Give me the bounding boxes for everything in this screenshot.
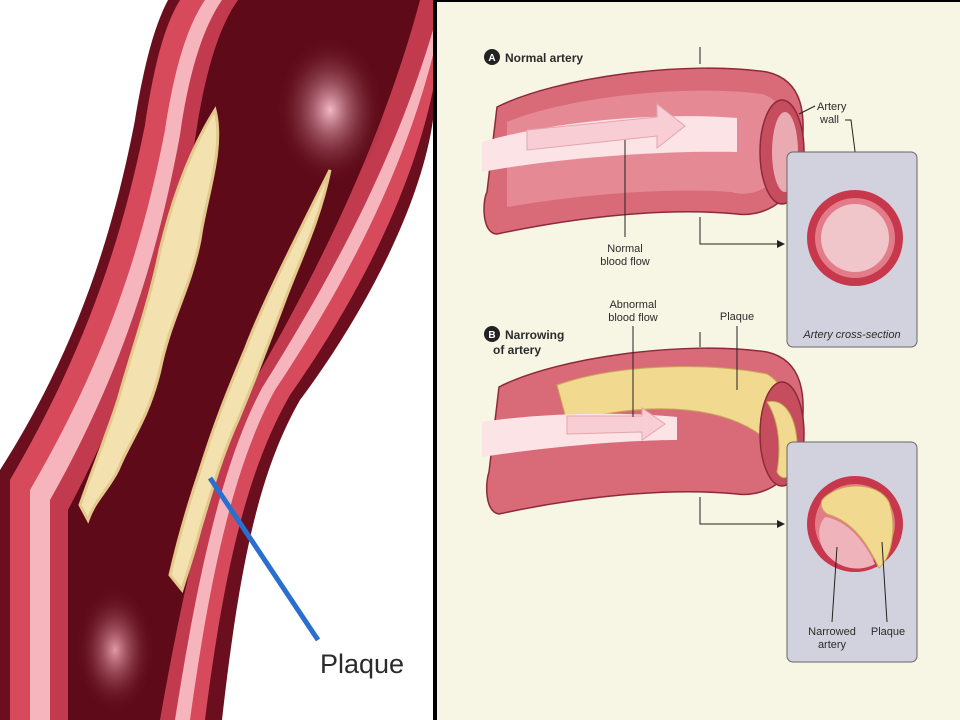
section-a-title: Normal artery — [505, 51, 583, 65]
badge-a-letter: A — [488, 53, 495, 64]
inset-a-arrowhead — [777, 240, 785, 248]
section-a-normal-artery: A Normal artery Artery wall — [482, 47, 918, 348]
badge-b-letter: B — [488, 330, 495, 341]
right-comparison-diagram: A Normal artery Artery wall — [437, 2, 960, 720]
plaque-callout-label: Plaque — [320, 649, 404, 679]
artery-closeup-svg: Plaque — [0, 0, 433, 720]
normal-flow-label-1: Normal — [607, 243, 642, 255]
abnormal-flow-label-2: blood flow — [608, 312, 658, 324]
blood-highlight-lower — [75, 585, 155, 715]
cross-section-narrowed-lumen — [819, 517, 875, 569]
narrowed-label-2: artery — [818, 639, 847, 651]
normal-flow-arrow — [526, 102, 686, 151]
badge-b — [484, 326, 500, 342]
artery-wall-leader-2 — [845, 119, 858, 168]
cross-section-lumen-a — [821, 204, 889, 272]
inset-a-connector — [699, 217, 777, 245]
inset-b-arrowhead — [777, 520, 785, 528]
artery-wall-label-1: Artery — [817, 101, 847, 113]
section-b-title-1: Narrowing — [505, 328, 564, 342]
abnormal-flow-label-1: Abnormal — [609, 299, 656, 311]
cross-section-label: Artery cross-section — [802, 329, 900, 341]
plaque-bottom-leader — [881, 541, 888, 623]
plaque-label-bottom: Plaque — [871, 626, 905, 638]
section-b-title-2: of artery — [493, 343, 541, 357]
section-b-narrowing-artery: B Narrowing of artery Abnormal blood flo… — [482, 299, 918, 663]
narrowed-leader — [831, 546, 838, 623]
badge-a — [484, 49, 500, 65]
blood-highlight — [275, 35, 385, 185]
artery-wall-leader — [798, 105, 816, 115]
cross-section-plaque-b — [820, 485, 894, 569]
normal-flow-label-2: blood flow — [600, 256, 650, 268]
narrowed-label-1: Narrowed — [808, 626, 856, 638]
artery-comparison-svg: A Normal artery Artery wall — [482, 47, 918, 663]
plaque-deposit-left — [78, 106, 220, 524]
plaque-callout-line — [207, 476, 321, 642]
left-artery-illustration: Plaque — [0, 0, 433, 720]
plaque-deposit-right — [168, 169, 332, 594]
artery-wall-label-2: wall — [819, 114, 839, 126]
abnormal-flow-arrow — [566, 407, 666, 441]
inset-b-connector — [699, 497, 777, 525]
plaque-label-top: Plaque — [720, 311, 754, 323]
